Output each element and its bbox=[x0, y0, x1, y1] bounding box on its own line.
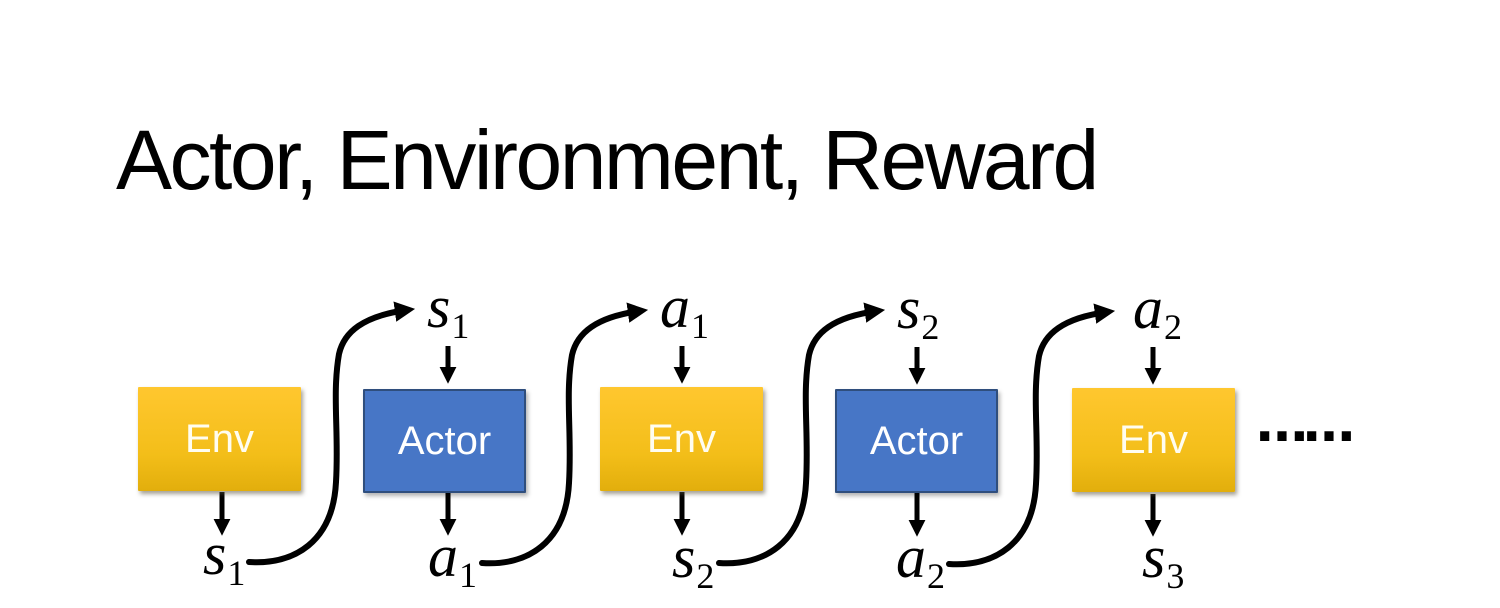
label-a1-bottom: a1 bbox=[428, 523, 477, 595]
actor-box-2-label: Actor bbox=[869, 419, 964, 463]
label-s2-bottom: s2 bbox=[672, 524, 715, 596]
env-box-3-label: Env bbox=[1119, 418, 1188, 462]
actor-box-1: Actor bbox=[363, 389, 526, 493]
continuation-ellipsis: …… bbox=[1256, 394, 1355, 454]
env-box-1-label: Env bbox=[185, 417, 254, 461]
actor-box-1-label: Actor bbox=[397, 419, 492, 463]
label-a2-top: a2 bbox=[1133, 275, 1182, 347]
page-title: Actor, Environment, Reward bbox=[116, 113, 1099, 207]
label-s3-bottom: s3 bbox=[1142, 524, 1185, 596]
label-s1-top: s1 bbox=[427, 274, 470, 346]
label-a2-bottom: a2 bbox=[896, 524, 945, 596]
label-s1-bottom: s1 bbox=[203, 521, 246, 593]
env-box-2-label: Env bbox=[647, 417, 716, 461]
env-box-2: Env bbox=[600, 387, 763, 491]
env-box-3: Env bbox=[1072, 388, 1235, 492]
env-box-1: Env bbox=[138, 387, 301, 491]
label-s2-top: s2 bbox=[897, 275, 940, 347]
label-a1-top: a1 bbox=[660, 274, 709, 346]
actor-box-2: Actor bbox=[835, 389, 998, 493]
